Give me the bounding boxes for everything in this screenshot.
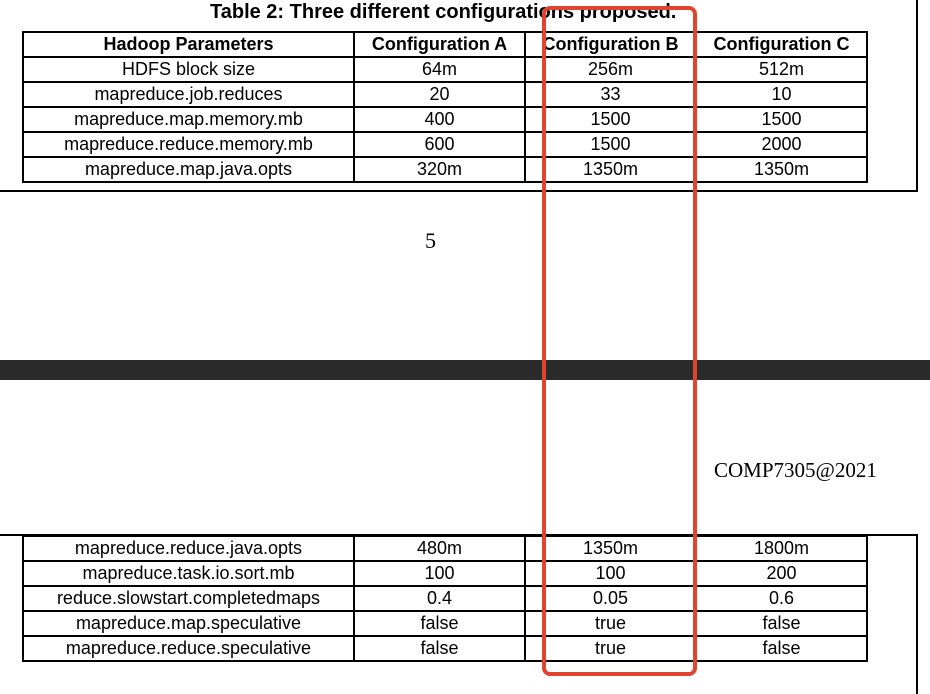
table-row: mapreduce.task.io.sort.mb 100 100 200 [22,560,868,587]
table-row: mapreduce.map.java.opts 320m 1350m 1350m [22,156,868,183]
config-c-cell: 1800m [695,535,868,562]
page-border-bottom-top [0,190,918,192]
config-a-cell: 480m [353,535,526,562]
page-separator [0,360,930,380]
config-c-cell: 0.6 [695,585,868,612]
config-table-top: Hadoop Parameters Configuration A Config… [22,31,868,183]
page-number: 5 [425,228,436,253]
param-cell: mapreduce.reduce.java.opts [22,535,355,562]
config-c-cell: 1500 [695,106,868,133]
config-b-cell: true [524,635,697,662]
header-hadoop-parameters: Hadoop Parameters [22,31,355,58]
page-footer: COMP7305@2021 [714,458,877,482]
table-header-row: Hadoop Parameters Configuration A Config… [22,31,868,58]
param-cell: mapreduce.job.reduces [22,81,355,108]
config-b-cell: 1350m [524,156,697,183]
config-c-cell: false [695,610,868,637]
param-cell: mapreduce.task.io.sort.mb [22,560,355,587]
config-c-cell: 10 [695,81,868,108]
table-row: HDFS block size 64m 256m 512m [22,56,868,83]
param-cell: mapreduce.map.memory.mb [22,106,355,133]
param-cell: reduce.slowstart.completedmaps [22,585,355,612]
table-row: mapreduce.job.reduces 20 33 10 [22,81,868,108]
config-a-cell: 100 [353,560,526,587]
header-configuration-a: Configuration A [353,31,526,58]
table-row: mapreduce.reduce.memory.mb 600 1500 2000 [22,131,868,158]
config-b-cell: 1500 [524,106,697,133]
config-b-cell: 0.05 [524,585,697,612]
config-a-cell: false [353,635,526,662]
config-a-cell: 20 [353,81,526,108]
param-cell: mapreduce.reduce.speculative [22,635,355,662]
config-a-cell: false [353,610,526,637]
table-row: mapreduce.reduce.java.opts 480m 1350m 18… [22,535,868,562]
config-a-cell: 320m [353,156,526,183]
config-c-cell: 200 [695,560,868,587]
config-b-cell: 256m [524,56,697,83]
header-configuration-b: Configuration B [524,31,697,58]
config-c-cell: 1350m [695,156,868,183]
table-row: mapreduce.map.memory.mb 400 1500 1500 [22,106,868,133]
config-a-cell: 0.4 [353,585,526,612]
param-cell: mapreduce.reduce.memory.mb [22,131,355,158]
config-c-cell: 512m [695,56,868,83]
config-a-cell: 400 [353,106,526,133]
table-row: mapreduce.map.speculative false true fal… [22,610,868,637]
header-configuration-c: Configuration C [695,31,868,58]
config-b-cell: 100 [524,560,697,587]
config-a-cell: 64m [353,56,526,83]
param-cell: mapreduce.map.speculative [22,610,355,637]
page-border-right-top [916,0,918,192]
configuration-b-highlight-box [542,6,697,676]
config-c-cell: false [695,635,868,662]
config-b-cell: 1500 [524,131,697,158]
page-border-top-bottom [0,534,918,536]
config-table-bottom: mapreduce.reduce.java.opts 480m 1350m 18… [22,535,868,662]
table-title: Table 2: Three different configurations … [210,1,677,23]
config-b-cell: 33 [524,81,697,108]
config-b-cell: 1350m [524,535,697,562]
table-row: reduce.slowstart.completedmaps 0.4 0.05 … [22,585,868,612]
page-border-right-bottom [916,534,918,694]
table-row: mapreduce.reduce.speculative false true … [22,635,868,662]
param-cell: HDFS block size [22,56,355,83]
config-b-cell: true [524,610,697,637]
config-a-cell: 600 [353,131,526,158]
param-cell: mapreduce.map.java.opts [22,156,355,183]
config-c-cell: 2000 [695,131,868,158]
